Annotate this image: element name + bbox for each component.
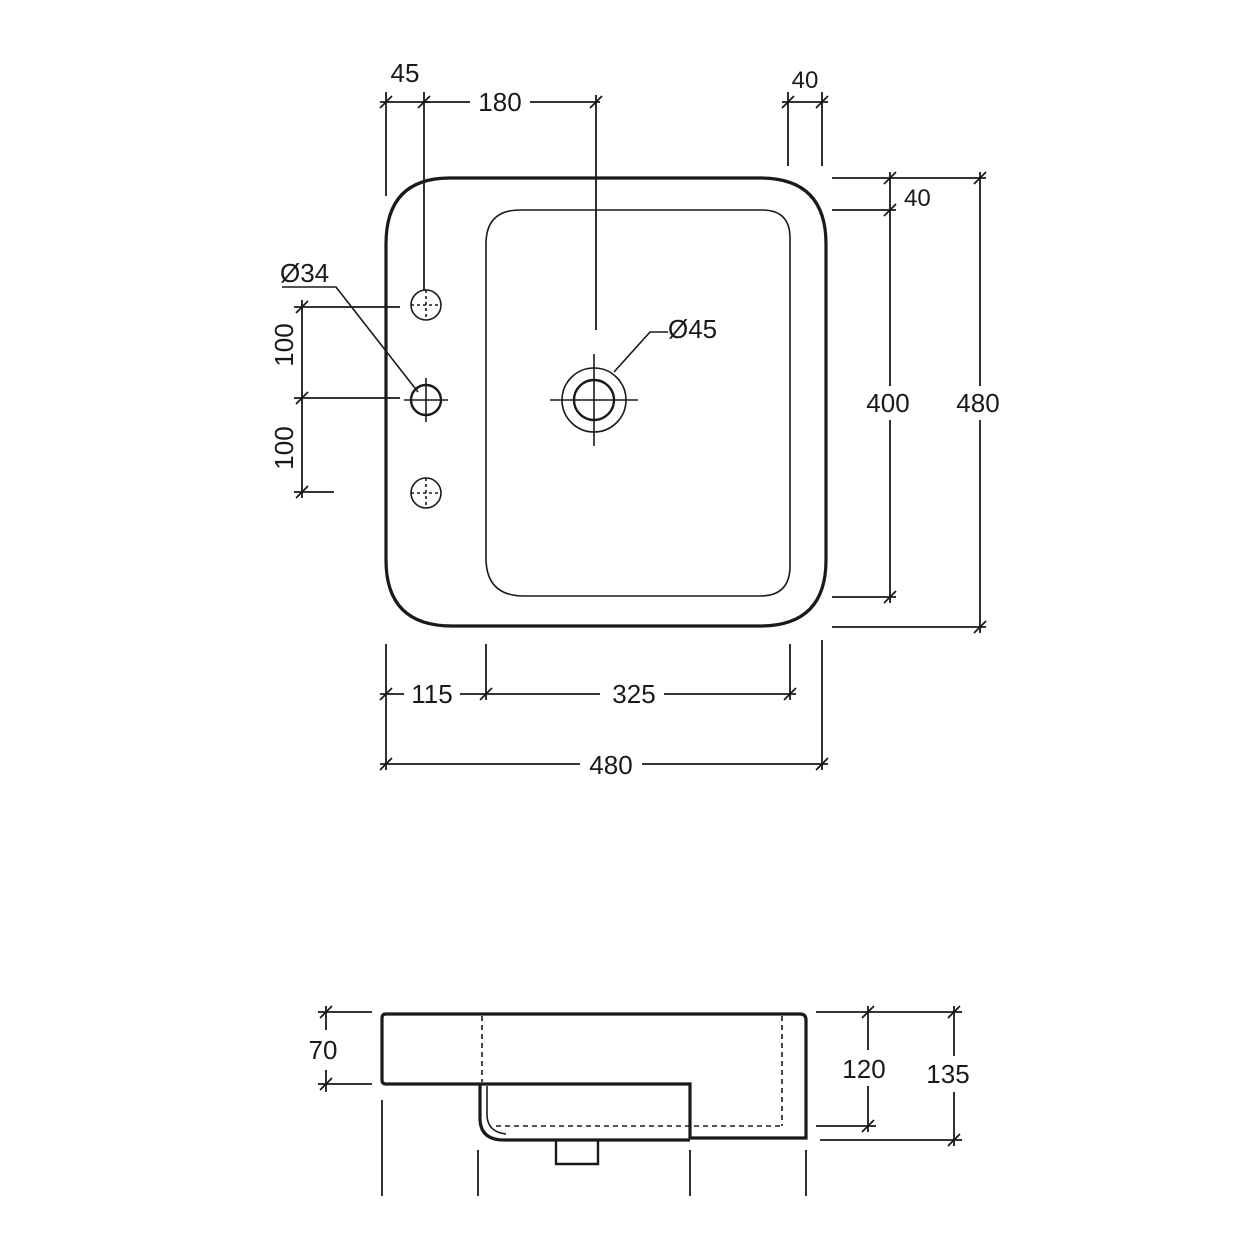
dim-hole-offset-left: 45 [391,58,420,88]
dim-overall-width: 480 [589,750,632,780]
tap-hole-middle [404,378,448,422]
dim-overall-depth: 480 [956,388,999,418]
dim-waste-diameter: Ø45 [668,314,717,344]
side-waste-spigot [554,1140,600,1166]
dim-tap-hole-diameter: Ø34 [280,258,329,288]
dim-hole-spacing-lower: 100 [269,426,299,469]
dim-rim-top: 40 [904,185,931,212]
top-view: 45 180 40 Ø34 Ø45 100 100 [269,58,1000,780]
side-view: 70 120 135 [309,1005,970,1196]
dim-overall-height: 135 [926,1059,969,1089]
dim-bowl-depth-inner: 400 [866,388,909,418]
dim-bowl-width: 325 [612,679,655,709]
dim-bowl-height: 120 [842,1054,885,1084]
side-deck-outline [380,1012,808,1140]
basin-inner-bowl [485,209,791,597]
dim-deck-width: 115 [411,679,452,709]
tap-hole-top [410,289,442,321]
dim-tap-offset: 180 [478,87,521,117]
side-bowl-outline [478,1084,690,1142]
dim-hole-spacing-upper: 100 [269,323,299,366]
basin-outer-outline [384,176,828,628]
waste-outlet [550,354,638,446]
dim-deck-height: 70 [309,1035,338,1065]
tap-hole-bottom [410,477,442,509]
dim-rim-right: 40 [792,67,819,94]
